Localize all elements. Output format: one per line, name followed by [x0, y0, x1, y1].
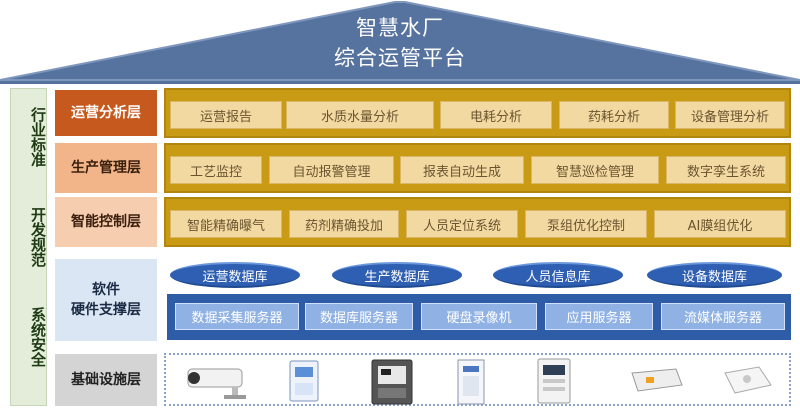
standards-column: 行业标准 开发规范 系统安全: [10, 88, 47, 406]
platform-title-line2: 综合运管平台: [334, 46, 466, 70]
server-database: 数据库服务器: [305, 303, 413, 330]
control-panel-icon: [371, 359, 413, 405]
side-label-system-security: 系统安全: [29, 307, 47, 367]
meter-icon: [537, 358, 571, 404]
module-digital-twin: 数字孪生系统: [666, 156, 786, 184]
module-pump-optimization: 泵组优化控制: [525, 210, 647, 238]
layer-label-support: 软件 硬件支撑层: [55, 259, 157, 341]
analysis-band: 运营报告 水质水量分析 电耗分析 药耗分析 设备管理分析: [164, 88, 791, 138]
module-alarm-management: 自动报警管理: [269, 156, 394, 184]
router-icon: [631, 368, 683, 392]
side-label-dev-spec: 开发规范: [29, 207, 47, 267]
cabinet-icon: [457, 359, 485, 405]
server-streaming: 流媒体服务器: [661, 303, 785, 330]
server-nvr: 硬盘录像机: [421, 303, 537, 330]
module-precise-aeration: 智能精确曝气: [170, 210, 282, 238]
module-water-quality-analysis: 水质水量分析: [286, 101, 434, 129]
db-operation: 运营数据库: [170, 262, 300, 288]
module-personnel-positioning: 人员定位系统: [406, 210, 518, 238]
side-label-industry-standard: 行业标准: [29, 107, 47, 167]
module-smart-inspection: 智慧巡检管理: [531, 156, 659, 184]
support-label-line1: 软件: [92, 282, 120, 298]
water-analyzer-icon: [289, 360, 319, 402]
db-production: 生产数据库: [332, 262, 462, 288]
layer-label-production: 生产管理层: [55, 143, 157, 193]
server-data-acquisition: 数据采集服务器: [175, 303, 299, 330]
db-personnel: 人员信息库: [493, 262, 623, 288]
layer-label-control: 智能控制层: [55, 197, 157, 247]
server-application: 应用服务器: [545, 303, 653, 330]
sensor-icon: [724, 366, 772, 394]
module-process-monitoring: 工艺监控: [170, 156, 262, 184]
module-ai-membrane: AI膜组优化: [654, 210, 786, 238]
control-band: 智能精确曝气 药剂精确投加 人员定位系统 泵组优化控制 AI膜组优化: [164, 197, 791, 247]
module-power-analysis: 电耗分析: [440, 101, 552, 129]
module-chemical-analysis: 药耗分析: [559, 101, 669, 129]
server-band: 数据采集服务器 数据库服务器 硬盘录像机 应用服务器 流媒体服务器: [167, 294, 791, 340]
camera-icon: [187, 368, 246, 399]
module-precise-dosing: 药剂精确投加: [289, 210, 399, 238]
module-auto-report: 报表自动生成: [400, 156, 524, 184]
platform-title-line1: 智慧水厂: [356, 16, 444, 40]
module-equipment-analysis: 设备管理分析: [675, 101, 785, 129]
support-label-line2: 硬件支撑层: [71, 302, 141, 318]
production-band: 工艺监控 自动报警管理 报表自动生成 智慧巡检管理 数字孪生系统: [164, 143, 791, 193]
platform-roof: [0, 1, 800, 84]
infrastructure-band: [164, 353, 791, 406]
db-equipment: 设备数据库: [647, 262, 782, 288]
layer-label-infrastructure: 基础设施层: [55, 354, 157, 406]
layer-label-analysis: 运营分析层: [55, 90, 157, 136]
module-operation-report: 运营报告: [170, 101, 282, 129]
